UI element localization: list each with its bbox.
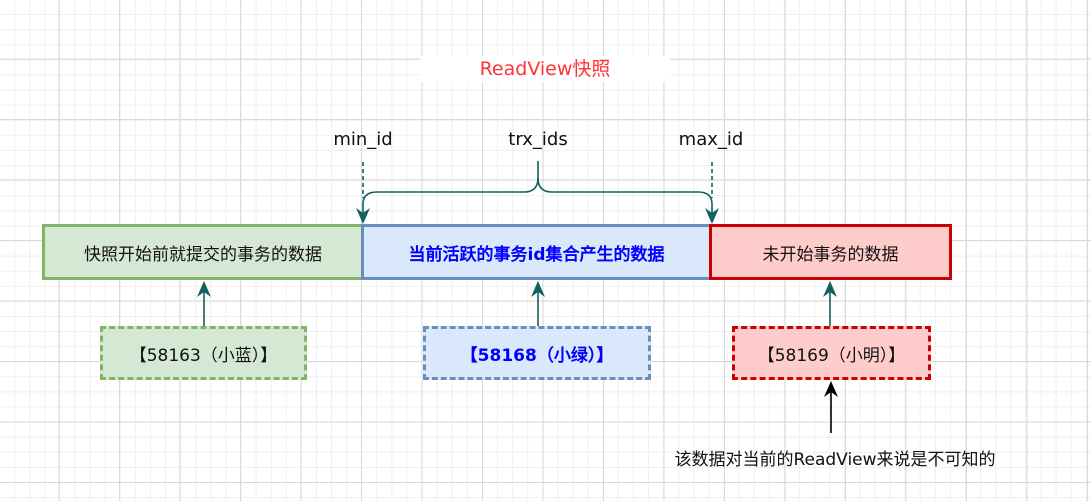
segment-not-started: 未开始事务的数据 [709, 224, 952, 280]
segment-not-started-text: 未开始事务的数据 [762, 244, 899, 265]
segment-committed: 快照开始前就提交的事务的数据 [42, 224, 364, 280]
min-id-label: min_id [333, 129, 393, 150]
min-id-arrowhead [356, 208, 370, 224]
transaction-58169-text: 【58169（小明）】 [757, 345, 906, 366]
max-id-arrowhead [705, 208, 719, 224]
transaction-58163: 【58163（小蓝）】 [100, 326, 307, 380]
brace-right [537, 177, 713, 214]
max-id-label: max_id [678, 129, 744, 150]
transaction-58168: 【58168（小绿）】 [423, 326, 651, 380]
transaction-58168-text: 【58168（小绿）】 [460, 345, 614, 366]
transaction-58163-text: 【58163（小蓝）】 [129, 345, 278, 366]
segment-active: 当前活跃的事务id集合产生的数据 [361, 224, 712, 280]
note-arrow-head [824, 381, 838, 397]
arrow-58169-head [823, 281, 837, 297]
unknown-note: 该数据对当前的ReadView来说是不可知的 [674, 450, 996, 470]
diagram-title: ReadView快照 [420, 56, 670, 82]
arrow-58163-head [197, 281, 211, 297]
arrow-58168-head [531, 281, 545, 297]
transaction-58169: 【58169（小明）】 [732, 326, 931, 380]
trx-ids-label: trx_ids [508, 129, 568, 150]
segment-active-text: 当前活跃的事务id集合产生的数据 [408, 244, 665, 265]
segment-committed-text: 快照开始前就提交的事务的数据 [84, 244, 322, 265]
brace-left [362, 161, 539, 214]
